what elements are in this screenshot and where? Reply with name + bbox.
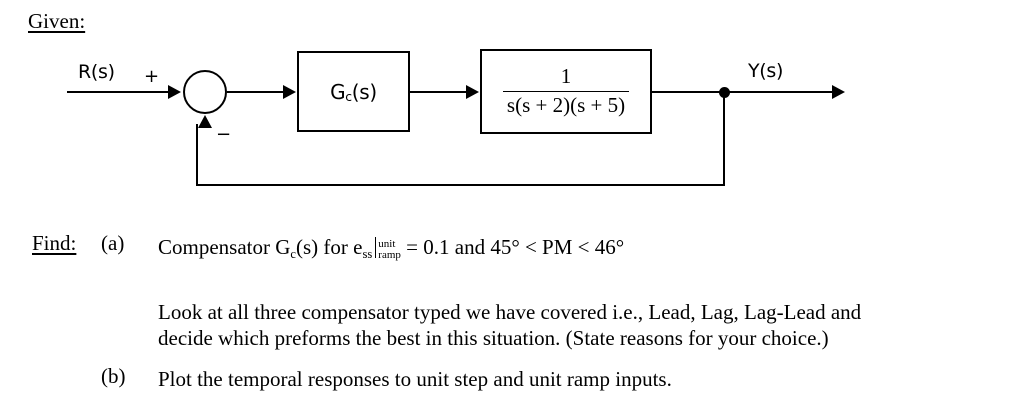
feedback-arrowhead [198, 115, 212, 128]
error-wire [227, 91, 285, 93]
plant-numerator: 1 [560, 64, 572, 89]
feedback-wire-horizontal [196, 184, 725, 186]
find-heading: Find: [32, 231, 77, 255]
feedback-wire-vertical-right [723, 91, 725, 186]
question-a-body-line-2: decide which preforms the best in this s… [158, 326, 829, 350]
input-arrowhead [168, 85, 181, 99]
output-signal-label: Y(s) [748, 60, 784, 82]
output-arrowhead [832, 85, 845, 99]
ess-condition-bottom: ramp [378, 249, 401, 261]
question-b-text: Plot the temporal responses to unit step… [158, 367, 672, 391]
summing-junction [183, 70, 227, 114]
ess-subscript: ss [362, 246, 373, 261]
ess-condition-top: unit [378, 237, 396, 250]
fraction-bar [502, 91, 630, 92]
steady-state-error-expression: ess unit ramp [353, 233, 401, 262]
block-diagram: R(s) + − Gc(s) 1 s(s + 2)(s + 5) Y(s) [67, 49, 845, 186]
ess-value: = 0.1 and 45° < PM < 46° [406, 235, 625, 259]
question-a-gc-sub: c [290, 246, 296, 261]
plus-sign-label: + [144, 66, 160, 87]
question-a-text: Compensator Gc(s) for ess unit ramp = 0.… [158, 233, 625, 262]
question-b-marker: (b) [101, 364, 126, 388]
error-arrowhead [283, 85, 296, 99]
controller-block-label: Gc(s) [330, 79, 377, 105]
minus-sign-label: − [216, 124, 232, 145]
controller-block: Gc(s) [297, 51, 410, 132]
plant-denominator: s(s + 2)(s + 5) [506, 93, 626, 117]
evaluation-bar [375, 237, 377, 258]
controller-to-plant-arrowhead [466, 85, 479, 99]
question-a-text-after: (s) for [296, 235, 348, 259]
feedback-wire-vertical-left [196, 124, 198, 186]
question-a-marker: (a) [101, 231, 125, 255]
controller-label-main: G [330, 79, 346, 104]
plant-transfer-function: 1 s(s + 2)(s + 5) [501, 65, 631, 117]
ess-variable: e [353, 235, 363, 259]
question-a-body-line-1: Look at all three compensator typed we h… [158, 300, 862, 324]
controller-label-tail: (s) [351, 79, 377, 104]
input-signal-label: R(s) [78, 61, 115, 83]
plant-block: 1 s(s + 2)(s + 5) [480, 49, 652, 134]
given-heading: Given: [28, 9, 86, 33]
controller-to-plant-wire [410, 91, 468, 93]
output-wire [652, 91, 842, 93]
controller-label-sub: c [345, 89, 352, 105]
question-a-text-before: Compensator G [158, 235, 291, 259]
evaluation-condition: unit ramp [378, 237, 401, 262]
input-wire [67, 91, 171, 93]
